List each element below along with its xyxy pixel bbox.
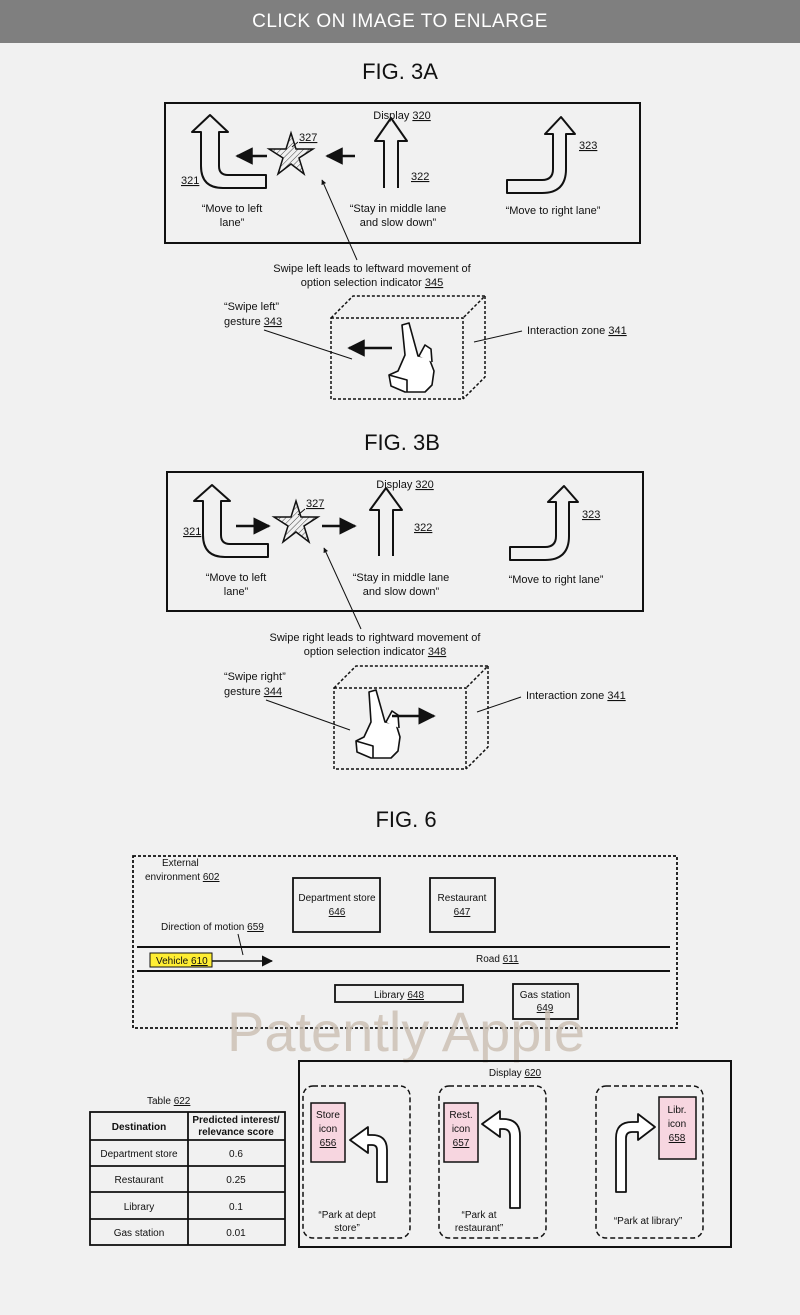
fig3a-left-arrow-number: 321 <box>181 175 199 187</box>
fig3a-star-leader <box>291 141 299 148</box>
fig3b-left-turn-arrow <box>193 484 269 558</box>
fig3a-mid-arrow-number: 322 <box>411 171 429 183</box>
fig6-display-label: Display 620 <box>489 1068 542 1079</box>
option-dept-store[interactable] <box>302 1085 411 1239</box>
fig3a-right-arrow-number: 323 <box>579 140 597 152</box>
gas-station-box <box>512 983 579 1020</box>
direction-of-motion-label: Direction of motion 659 <box>161 922 264 933</box>
fig3a-hand-icon <box>388 322 435 393</box>
vehicle <box>149 952 213 968</box>
option-restaurant[interactable] <box>438 1085 547 1239</box>
fig3a-zone-leader <box>473 330 523 343</box>
fig3a-star-number: 327 <box>299 132 317 144</box>
relevance-table <box>89 1111 286 1246</box>
library-box <box>334 984 464 1003</box>
fig3b-star-leader <box>297 508 306 516</box>
fig3b-left-arrow-number: 321 <box>183 526 201 538</box>
table-row: Library <box>124 1202 155 1213</box>
fig3b-right-turn-arrow <box>509 485 579 561</box>
table-row: 0.01 <box>226 1228 246 1239</box>
table-row: 0.1 <box>229 1202 243 1213</box>
restaurant-box <box>429 877 496 933</box>
fig3a-gesture-label: “Swipe left”gesture 343 <box>224 301 282 328</box>
fig3a-right-caption: “Move to right lane” <box>506 205 601 217</box>
opt1-left-turn-arrow <box>349 1126 388 1183</box>
patent-figure[interactable]: FIG. 3A Display 320 321 327 322 323 “Mov… <box>0 43 800 1315</box>
road-label: Road 611 <box>476 954 519 965</box>
table-header-destination: Destination <box>112 1122 166 1133</box>
table-row: 0.6 <box>229 1149 243 1160</box>
fig3b-star-number: 327 <box>306 498 324 510</box>
fig3a-display-frame <box>164 102 641 244</box>
fig3a-zone-label: Interaction zone 341 <box>527 325 627 337</box>
library-label: Library 648 <box>374 990 424 1001</box>
table-header-score: Predicted interest/relevance score <box>192 1115 279 1138</box>
fig3a-interaction-zone-box <box>330 295 487 400</box>
fig3a-swipe-pointer <box>321 179 358 261</box>
table-label: Table 622 <box>147 1096 191 1107</box>
table-row: 0.25 <box>226 1175 246 1186</box>
fig3a-title: FIG. 3A <box>362 59 438 84</box>
fig3b-zone-label: Interaction zone 341 <box>526 690 626 702</box>
patently-apple-watermark: Patently Apple <box>227 1000 585 1063</box>
opt2-left-turn-arrow <box>481 1110 521 1209</box>
fig3b-display-frame <box>166 471 644 612</box>
rest-icon <box>443 1102 479 1163</box>
direction-leader <box>237 933 244 956</box>
department-store-box <box>292 877 381 933</box>
fig3a-straight-arrow <box>374 117 408 188</box>
fig3b-hand-icon <box>355 689 401 759</box>
fig3a-selection-star <box>266 130 316 177</box>
fig3b-right-caption: “Move to right lane” <box>509 574 604 586</box>
libr-icon <box>658 1096 697 1160</box>
fig3b-interaction-zone-box <box>333 665 490 770</box>
fig6-title: FIG. 6 <box>375 807 436 832</box>
fig3a-swipe-note: Swipe left leads to leftward movement of… <box>273 263 471 289</box>
fig3b-gesture-label: “Swipe right”gesture 344 <box>224 671 286 698</box>
fig3b-swipe-note: Swipe right leads to rightward movement … <box>270 632 482 658</box>
table-row: Department store <box>100 1149 178 1160</box>
fig3a-left-turn-arrow <box>191 114 267 189</box>
fig3b-mid-arrow-number: 322 <box>414 522 432 534</box>
store-icon <box>310 1102 346 1163</box>
fig3b-zone-leader <box>476 696 522 713</box>
fig6-display-frame <box>298 1060 732 1248</box>
fig3b-right-arrow-number: 323 <box>582 509 600 521</box>
fig3b-straight-arrow <box>369 487 403 556</box>
table-row: Restaurant <box>115 1175 164 1186</box>
fig3b-gesture-leader <box>265 699 351 731</box>
vehicle-label: Vehicle 610 <box>156 956 208 967</box>
fig3b-swipe-pointer <box>323 547 362 630</box>
external-environment-frame <box>132 855 678 1029</box>
fig3a-right-turn-arrow <box>506 116 576 194</box>
fig3b-selection-star <box>271 498 321 545</box>
table-row: Gas station <box>114 1228 165 1239</box>
fig3a-display-label: Display 320 <box>373 110 430 122</box>
option-library[interactable] <box>595 1085 704 1239</box>
option-library-label: “Park at library” <box>614 1216 682 1227</box>
enlarge-banner[interactable]: CLICK ON IMAGE TO ENLARGE <box>0 0 800 43</box>
opt3-right-turn-arrow <box>615 1113 656 1193</box>
fig3a-gesture-leader <box>263 329 353 360</box>
fig3b-title: FIG. 3B <box>364 430 440 455</box>
